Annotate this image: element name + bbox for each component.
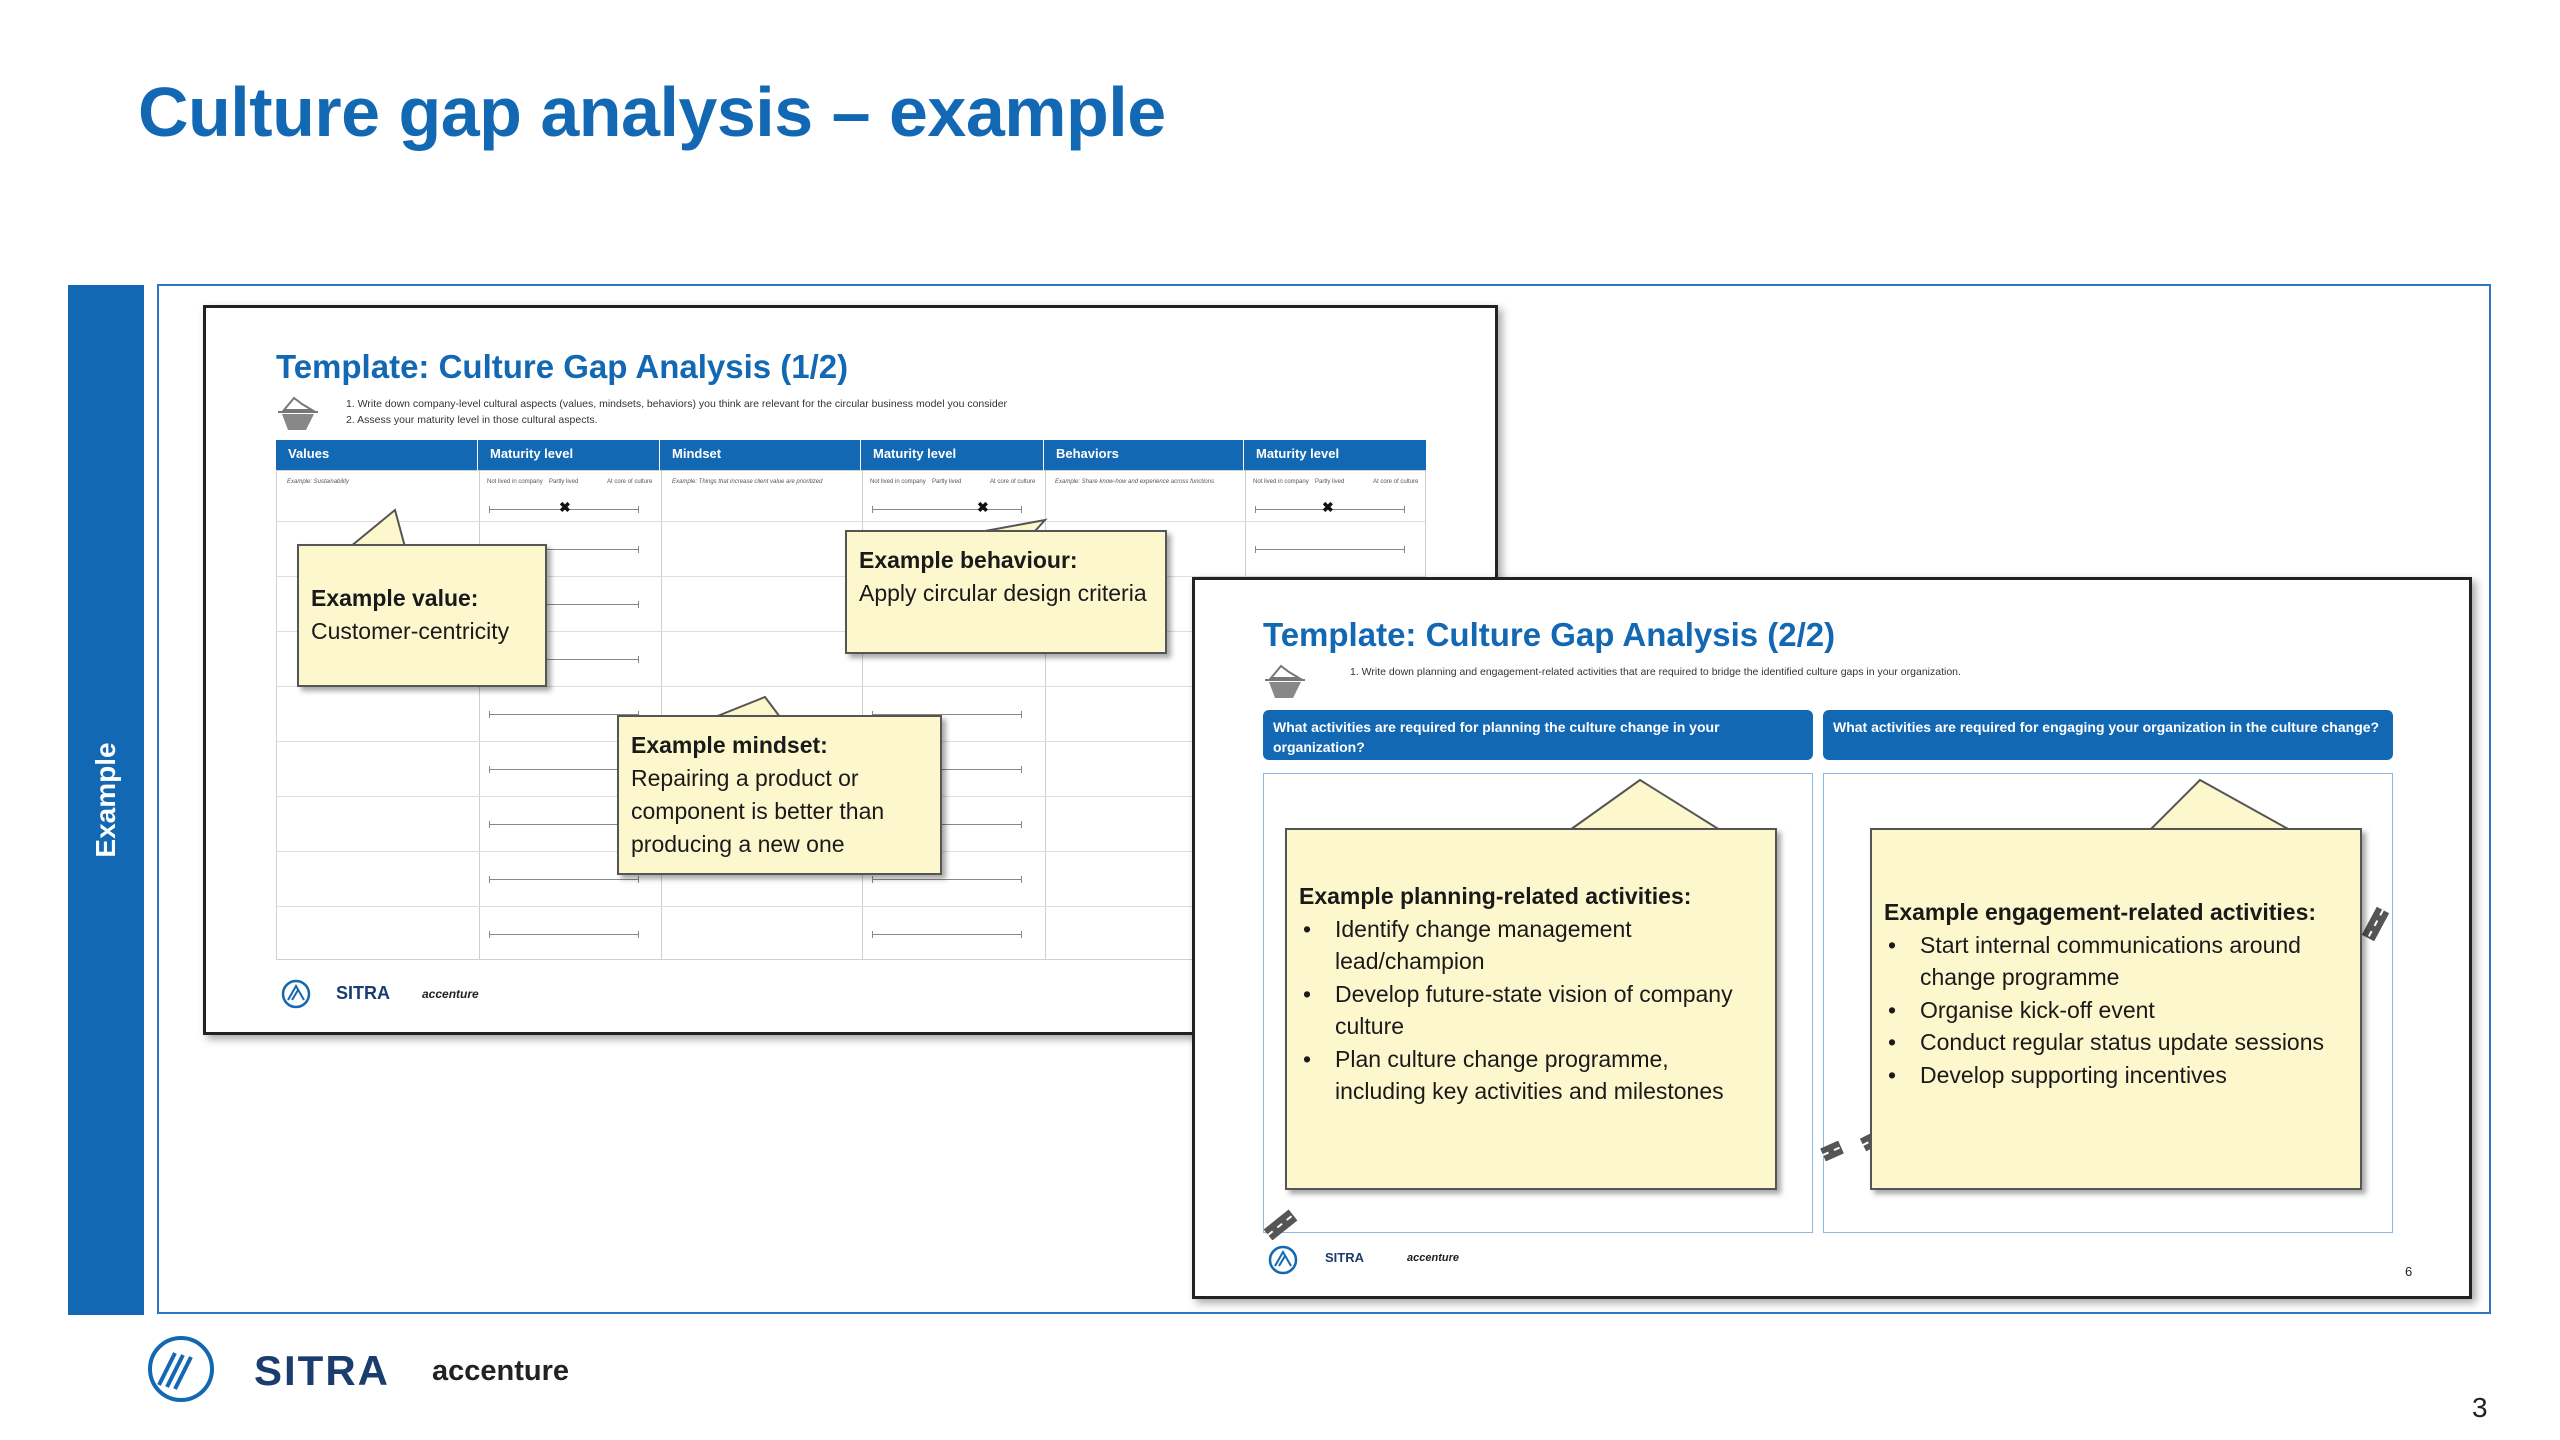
planning-heading: Example planning-related activities: (1299, 883, 1692, 909)
scale-label-mid: Partly lived (549, 479, 579, 485)
iceberg-icon (1265, 664, 1305, 698)
sitra-wordmark: SITRA (254, 1347, 390, 1394)
slide2-page-number: 6 (2405, 1264, 2413, 1279)
callout-behaviour-heading: Example behaviour: (859, 547, 1078, 573)
maturity-mark: ✖ (977, 499, 989, 515)
scale-label-high: At core of culture (607, 479, 653, 485)
column-header: Maturity level (1256, 446, 1340, 461)
example-mindset-cell: Example: Things that increase client val… (672, 479, 823, 485)
slide1-sitra-wordmark: SITRA (336, 983, 390, 1003)
column-header: Maturity level (478, 440, 660, 470)
scale-label-high: At core of culture (1373, 479, 1419, 485)
engagement-list: Start internal communications around cha… (1884, 929, 2348, 1092)
example-side-band: Example (68, 285, 144, 1315)
example-behavior-cell: Example: Share know-how and experience a… (1055, 479, 1215, 485)
column-header: Values (276, 440, 478, 470)
sitra-logo-icon (281, 979, 311, 1009)
sitra-logo-icon (1268, 1245, 1298, 1275)
column-header: Maturity level (861, 440, 1044, 470)
question-engaging: What activities are required for engagin… (1823, 710, 2393, 760)
scale-label-low: Not lived in company (487, 479, 543, 485)
accenture-wordmark: accenture (432, 1355, 570, 1387)
slide2-accenture-wordmark: accenture (1407, 1252, 1459, 1264)
slide2-instruction: 1. Write down planning and engagement-re… (1350, 666, 1961, 678)
planning-answer-box (1263, 773, 1813, 1233)
scale-label-low: Not lived in company (870, 479, 926, 485)
callout-example-value: Example value: Customer-centricity (297, 544, 547, 687)
callout-mindset-heading: Example mindset: (631, 732, 828, 758)
iceberg-icon (278, 396, 318, 430)
callout-example-behaviour: Example behaviour: Apply circular design… (845, 530, 1167, 654)
page-title: Culture gap analysis – example (138, 73, 1166, 151)
maturity-mark: ✖ (1322, 499, 1334, 515)
engagement-item: Develop supporting incentives (1888, 1059, 2348, 1092)
column-header: Behaviors (1044, 440, 1244, 470)
scale-label-mid: Partly lived (932, 479, 962, 485)
slide1-title: Template: Culture Gap Analysis (1/2) (276, 348, 849, 385)
slide2-title: Template: Culture Gap Analysis (2/2) (1263, 616, 1836, 653)
callout-value-text: Customer-centricity (311, 618, 510, 644)
engagement-item: Organise kick-off event (1888, 994, 2348, 1027)
slide1-table-header: Values Maturity level Mindset Maturity l… (276, 440, 1426, 470)
callout-engagement-activities: Example engagement-related activities: S… (1870, 828, 2362, 1190)
question-planning: What activities are required for plannin… (1263, 710, 1813, 760)
example-value-cell: Example: Sustainability (287, 479, 350, 485)
scale-label-low: Not lived in company (1253, 479, 1309, 485)
column-header: Mindset (660, 440, 861, 470)
callout-mindset-text: Repairing a product or component is bett… (631, 765, 885, 857)
slide1-instruction-1: 1. Write down company-level cultural asp… (346, 398, 1008, 410)
planning-item: Plan culture change programme, including… (1303, 1043, 1763, 1108)
engagement-heading: Example engagement-related activities: (1884, 899, 2317, 925)
scale-label-mid: Partly lived (1315, 479, 1345, 485)
engaging-answer-box (1823, 773, 2393, 1233)
maturity-mark: ✖ (559, 499, 571, 515)
slide1-instruction-2: 2. Assess your maturity level in those c… (346, 414, 598, 426)
slide1-accenture-wordmark: accenture (422, 987, 479, 1001)
callout-behaviour-text: Apply circular design criteria (859, 580, 1147, 606)
planning-item: Develop future-state vision of company c… (1303, 978, 1763, 1043)
planning-item: Identify change management lead/champion (1303, 913, 1763, 978)
planning-list: Identify change management lead/champion… (1299, 913, 1763, 1108)
callout-planning-activities: Example planning-related activities: Ide… (1285, 828, 1777, 1190)
page-number: 3 (2472, 1392, 2488, 1423)
engagement-item: Start internal communications around cha… (1888, 929, 2348, 994)
callout-example-mindset: Example mindset: Repairing a product or … (617, 715, 942, 875)
engagement-item: Conduct regular status update sessions (1888, 1026, 2348, 1059)
scale-label-high: At core of culture (990, 479, 1036, 485)
callout-value-heading: Example value: (311, 585, 479, 611)
slide2-sitra-wordmark: SITRA (1325, 1250, 1364, 1265)
sitra-logo-icon (148, 1336, 214, 1402)
